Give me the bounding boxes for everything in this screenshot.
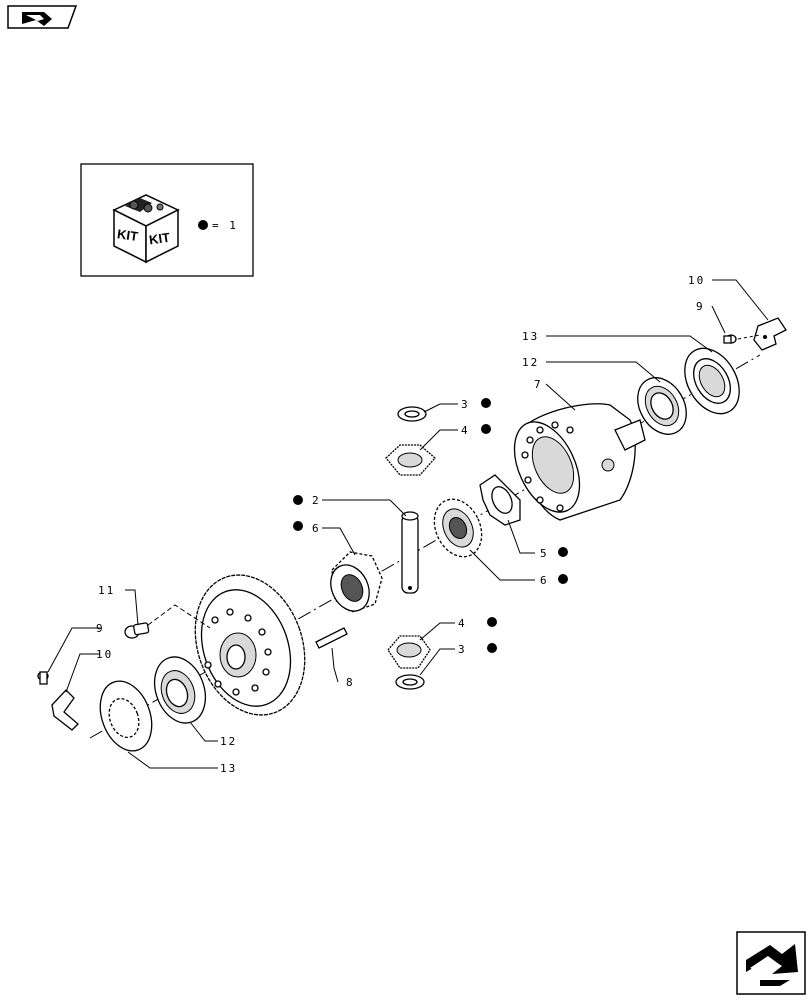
callout-2: 2 — [312, 494, 321, 507]
callout-12-left: 12 — [220, 735, 237, 748]
callout-12-right: 12 — [522, 356, 539, 369]
part-6-side-gear-left[interactable] — [324, 551, 383, 617]
callout-8: 8 — [346, 676, 355, 689]
part-8-roll-pin[interactable] — [315, 627, 348, 649]
kit-legend-text: = 1 — [212, 219, 238, 232]
callout-10-left: 10 — [96, 648, 113, 661]
kit-label-right: KIT — [148, 230, 171, 248]
top-nav-arrow-icon[interactable] — [7, 5, 78, 29]
kit-markers — [293, 398, 568, 653]
ring-gear[interactable] — [177, 560, 324, 731]
callout-11: 11 — [98, 584, 115, 597]
kit-box-icon: KIT KIT — [112, 194, 180, 264]
part-9-screw-left[interactable] — [37, 671, 49, 685]
part-13-retaining-ring-right[interactable] — [674, 339, 751, 424]
kit-label-left: KIT — [116, 226, 139, 244]
part-7-differential-case[interactable] — [501, 403, 646, 523]
bottom-nav-arrow-icon[interactable] — [736, 931, 806, 995]
part-9-screw-right[interactable] — [723, 334, 737, 344]
callout-9-right: 9 — [696, 300, 705, 313]
part-11-bolt[interactable] — [124, 622, 150, 639]
callout-13-left: 13 — [220, 762, 237, 775]
callout-13-right: 13 — [522, 330, 539, 343]
callout-3-lower: 3 — [458, 643, 467, 656]
part-13-retaining-ring-left[interactable] — [91, 674, 161, 758]
part-4-pinion-gear-upper[interactable] — [385, 444, 436, 476]
callout-6-left: 6 — [312, 522, 321, 535]
callout-9-left: 9 — [96, 622, 105, 635]
kit-legend-box: KIT KIT = 1 — [80, 163, 254, 277]
part-4-pinion-gear-lower[interactable] — [387, 635, 431, 669]
callout-7: 7 — [534, 378, 543, 391]
callout-4-upper: 4 — [461, 424, 470, 437]
part-2-pinion-shaft[interactable] — [401, 511, 419, 594]
part-5-thrust-washer[interactable] — [479, 474, 521, 526]
kit-dot-marker — [198, 220, 208, 230]
callout-10-right: 10 — [688, 274, 705, 287]
callout-4-lower: 4 — [458, 617, 467, 630]
callout-labels: 10 9 13 12 7 3 4 2 6 5 6 11 9 10 8 4 3 1… — [96, 274, 705, 775]
part-12-bearing-right[interactable] — [628, 369, 696, 443]
callout-3-upper: 3 — [461, 398, 470, 411]
part-10-lock-plate-left[interactable] — [51, 689, 79, 731]
part-10-lock-plate-right[interactable] — [753, 317, 787, 351]
callout-6-right: 6 — [540, 574, 549, 587]
part-12-bearing-left[interactable] — [146, 650, 214, 730]
callout-5: 5 — [540, 547, 549, 560]
part-6-side-gear-right[interactable] — [425, 492, 490, 565]
leader-lines — [47, 279, 769, 769]
